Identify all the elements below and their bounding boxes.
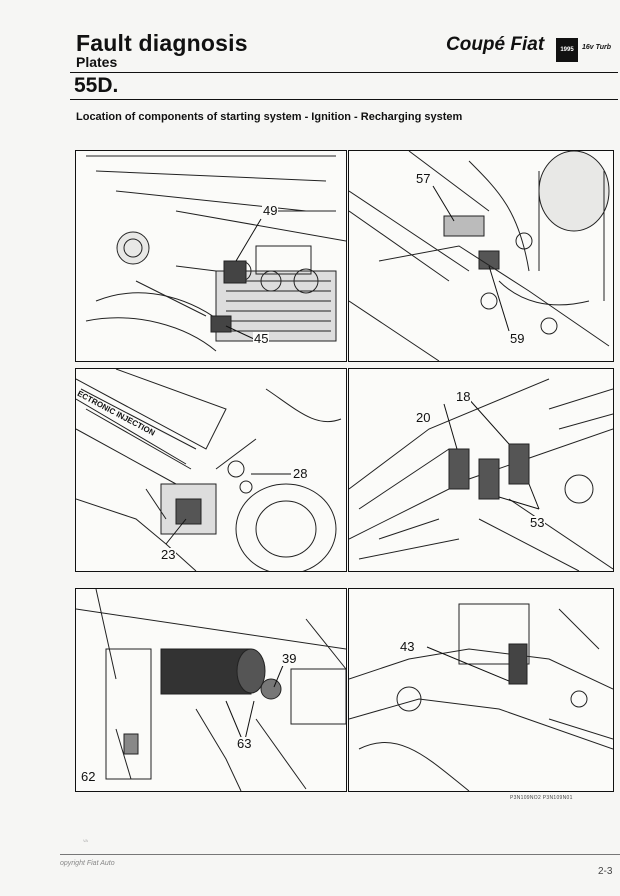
callout-53: 53 [529,515,546,530]
brand-name: Coupé Fiat [446,34,545,55]
callout-28: 28 [292,466,309,481]
engine-illustration [76,589,346,791]
page-title: Fault diagnosis [76,30,248,56]
footer-rule [60,854,620,855]
callout-18: 18 [455,389,472,404]
plate-sensors: 57 59 [348,150,614,362]
page-number: 2-3 [598,866,613,877]
plate-refs: P3N109NO2 P3N109N01 [510,795,573,801]
plate-coils: 18 20 53 [348,368,614,572]
callout-23: 23 [160,547,177,562]
engine-illustration [349,378,613,571]
engine-illustration [349,603,613,791]
callout-43: 43 [399,639,416,654]
page-subtitle: Plates [76,54,118,70]
model-label: 16v Turb [582,44,612,51]
copyright-text: opyright Fiat Auto [60,860,115,867]
section-rule [70,99,618,100]
plate-starter-relay: 49 45 [75,150,347,362]
small-mark: VA [83,838,89,843]
callout-45: 45 [253,331,270,346]
callout-62: 62 [80,769,97,784]
callout-63: 63 [236,736,253,751]
callout-20: 20 [415,410,432,425]
plate-alternator: 43 [348,588,614,792]
callout-49: 49 [262,203,279,218]
year-badge: 1995 [556,38,578,62]
callout-59: 59 [509,331,526,346]
plate-injection: ECTRONIC INJECTION 28 23 [75,368,347,572]
plate-starter-motor: 39 63 62 [75,588,347,792]
callout-57: 57 [415,171,432,186]
engine-illustration [85,155,346,352]
engine-illustration [349,151,610,361]
engine-illustration [76,369,342,571]
header-rule [70,72,618,73]
callout-39: 39 [281,651,298,666]
section-number: 55D. [74,74,119,97]
section-caption: Location of components of starting syste… [76,111,463,123]
